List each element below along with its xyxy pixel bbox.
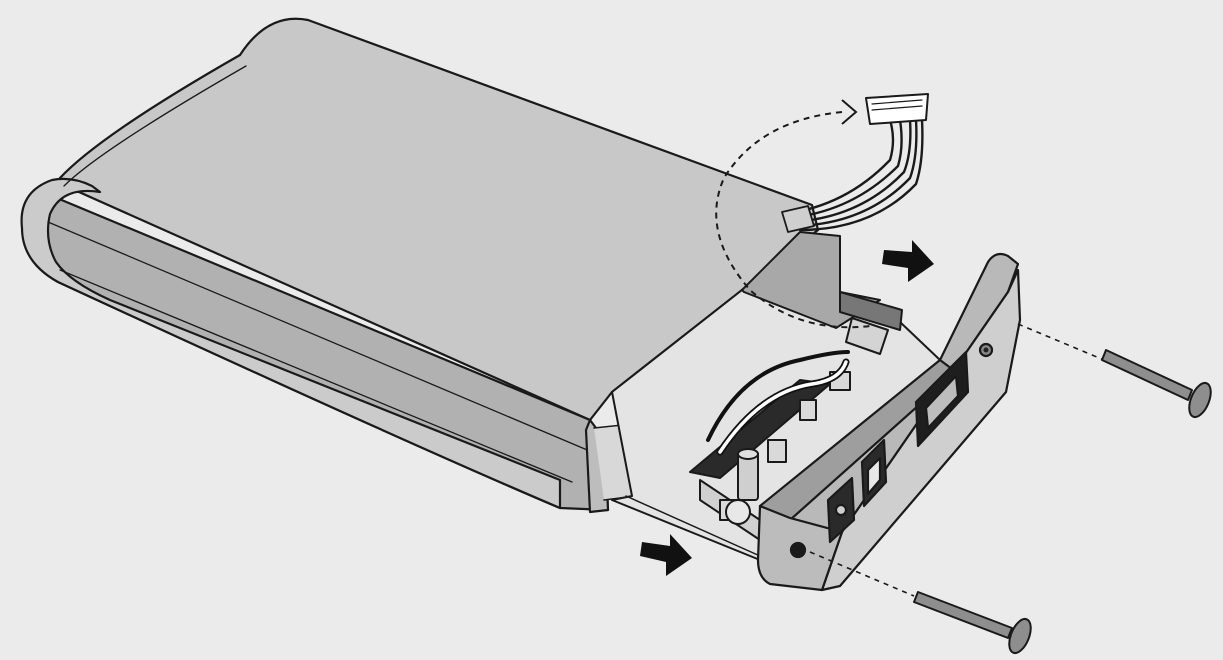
cable-wire-2 — [794, 118, 918, 228]
usb-port-tongue — [866, 456, 882, 496]
cable-wire-5 — [782, 118, 895, 216]
internal-wire-black — [706, 350, 850, 442]
inner-tray — [611, 231, 941, 561]
screw-head-lower — [1008, 617, 1032, 655]
arrow-right-icon-upper — [882, 240, 934, 282]
tray-front-lip — [625, 495, 761, 557]
pcb-solder-pad — [725, 499, 751, 525]
pcb-component-2 — [799, 399, 817, 421]
connector-plug — [865, 93, 929, 125]
tray-connector-block — [839, 291, 903, 331]
screw-icon — [1101, 349, 1212, 419]
cable-wire-3 — [798, 118, 924, 232]
top-edge-highlight — [63, 65, 247, 187]
dc-power-jack-pin — [834, 503, 848, 517]
screw-icon — [913, 591, 1032, 655]
internal-wire-white-core — [718, 360, 848, 454]
callout-arrowhead — [841, 99, 858, 125]
callout-dashed-circle — [715, 111, 871, 329]
arrow-right-icon — [640, 534, 692, 576]
screw-shaft-lower — [913, 591, 1013, 639]
enclosure-top-panel — [58, 17, 820, 422]
bezel-edge-line-lower — [59, 269, 573, 483]
connector-plug-slot — [871, 99, 923, 105]
arrow-right-icon-lower — [640, 534, 692, 576]
pcb-component — [767, 439, 787, 463]
sata-power-cable — [781, 93, 929, 233]
capacitor-top — [737, 448, 759, 460]
cable-wire-1 — [790, 118, 912, 224]
enclosure-housing — [20, 17, 820, 514]
end-cap-screw-hole-lower — [789, 541, 807, 559]
arrow-right-icon — [882, 240, 934, 282]
screw-shaft-upper — [1101, 349, 1193, 401]
connector-plug-slot-2 — [871, 105, 923, 111]
end-cap — [756, 252, 1022, 592]
end-cap-screw-hole-upper-inner — [983, 347, 989, 353]
cable-wire-4 — [786, 118, 903, 220]
cable-attach-connector — [781, 205, 815, 233]
screw-head-upper — [1188, 381, 1212, 419]
power-switch-rocker — [924, 374, 960, 430]
bezel-edge-line — [47, 221, 593, 453]
screw-guide-line-lower — [809, 551, 915, 597]
